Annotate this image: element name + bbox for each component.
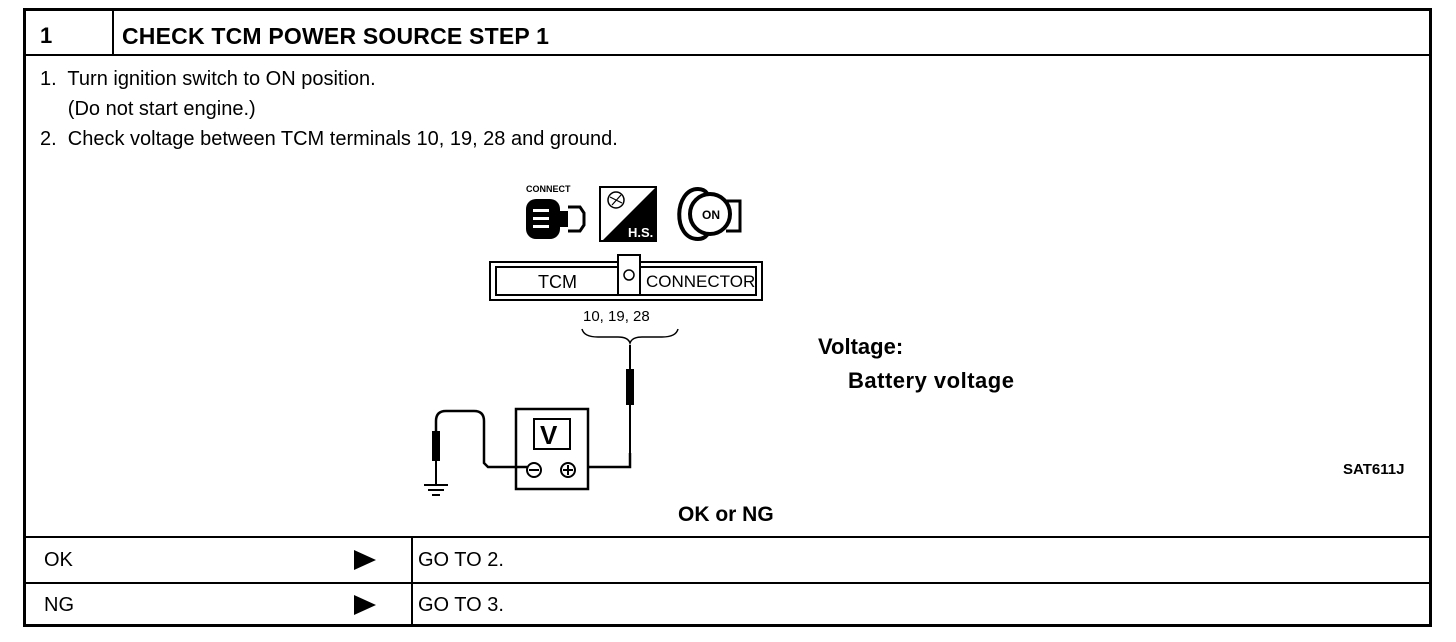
step-number: 1	[40, 23, 53, 48]
terminal-numbers: 10, 19, 28	[583, 308, 650, 325]
svg-text:ON: ON	[702, 208, 720, 222]
results-middle-rule	[26, 582, 1429, 584]
svg-text:H.S.: H.S.	[628, 225, 653, 240]
harness-side-icon: H.S.	[599, 186, 657, 242]
ground-lead	[424, 409, 527, 496]
result-question: OK or NG	[678, 503, 774, 526]
result-action: GO TO 2.	[418, 549, 504, 571]
results-divider	[411, 536, 413, 627]
result-action: GO TO 3.	[418, 594, 504, 616]
spec-label: Voltage:	[818, 334, 904, 359]
header-divider	[112, 11, 114, 54]
instruction-line-2: (Do not start engine.)	[40, 98, 256, 120]
tcm-connector: TCM CONNECTOR	[489, 254, 763, 301]
arrow-right-icon	[354, 595, 376, 615]
arrow-right-icon	[354, 550, 376, 570]
terminal-brace	[581, 328, 679, 346]
results-top-rule	[26, 536, 1429, 538]
header-bottom-rule	[26, 54, 1429, 56]
ignition-key-on-icon: ON	[677, 186, 742, 242]
voltmeter: V	[514, 407, 590, 491]
inspection-table: 1 CHECK TCM POWER SOURCE STEP 1 1. Turn …	[23, 8, 1432, 627]
svg-text:V: V	[540, 420, 558, 450]
result-label: OK	[44, 549, 73, 571]
positive-probe	[574, 345, 634, 469]
svg-text:TCM: TCM	[538, 272, 577, 292]
wiring-diagram: CONNECT H.S. ON	[424, 184, 763, 496]
spec-value: Battery voltage	[848, 368, 1015, 393]
step-title: CHECK TCM POWER SOURCE STEP 1	[122, 23, 550, 49]
instruction-line-3: 2. Check voltage between TCM terminals 1…	[40, 128, 618, 150]
svg-text:CONNECT: CONNECT	[526, 184, 571, 194]
result-label: NG	[44, 594, 74, 616]
connect-connector-icon: CONNECT	[526, 184, 586, 239]
svg-text:CONNECTOR: CONNECTOR	[646, 272, 755, 291]
figure-code: SAT611J	[1343, 461, 1405, 478]
instruction-line-1: 1. Turn ignition switch to ON position.	[40, 68, 376, 90]
